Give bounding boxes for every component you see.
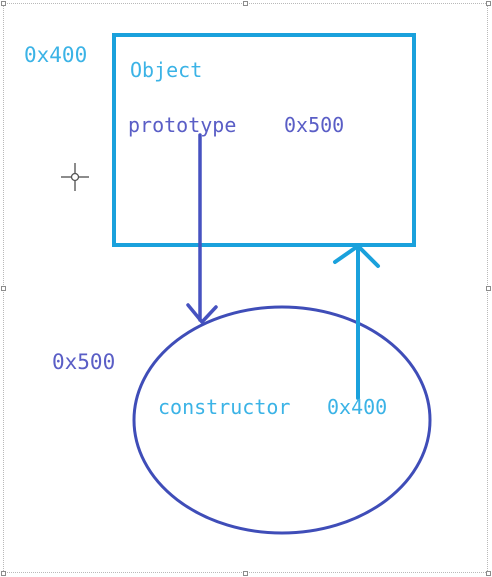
constructor-value-label: 0x400 [327, 395, 388, 419]
prototype-property-label: prototype [128, 113, 237, 137]
resize-handle-middle-right[interactable] [486, 286, 491, 291]
prototype-value-label: 0x500 [284, 113, 345, 137]
resize-handle-middle-left[interactable] [1, 286, 6, 291]
object-box[interactable] [112, 33, 416, 247]
prototype-arrow[interactable] [186, 133, 218, 324]
constructor-arrow[interactable] [333, 244, 380, 400]
resize-handle-bottom-left[interactable] [1, 571, 6, 576]
object-title: Object [130, 58, 203, 82]
resize-handle-bottom-right[interactable] [486, 571, 491, 576]
constructor-address-label: 0x500 [52, 350, 116, 374]
resize-handle-bottom-center[interactable] [243, 571, 248, 576]
constructor-property-label: constructor [158, 395, 291, 419]
crosshair-move-icon [61, 163, 89, 191]
constructor-ellipse[interactable] [132, 305, 432, 535]
resize-handle-top-left[interactable] [1, 1, 6, 6]
resize-handle-top-center[interactable] [243, 1, 248, 6]
resize-handle-top-right[interactable] [486, 1, 491, 6]
object-address-label: 0x400 [24, 43, 88, 67]
